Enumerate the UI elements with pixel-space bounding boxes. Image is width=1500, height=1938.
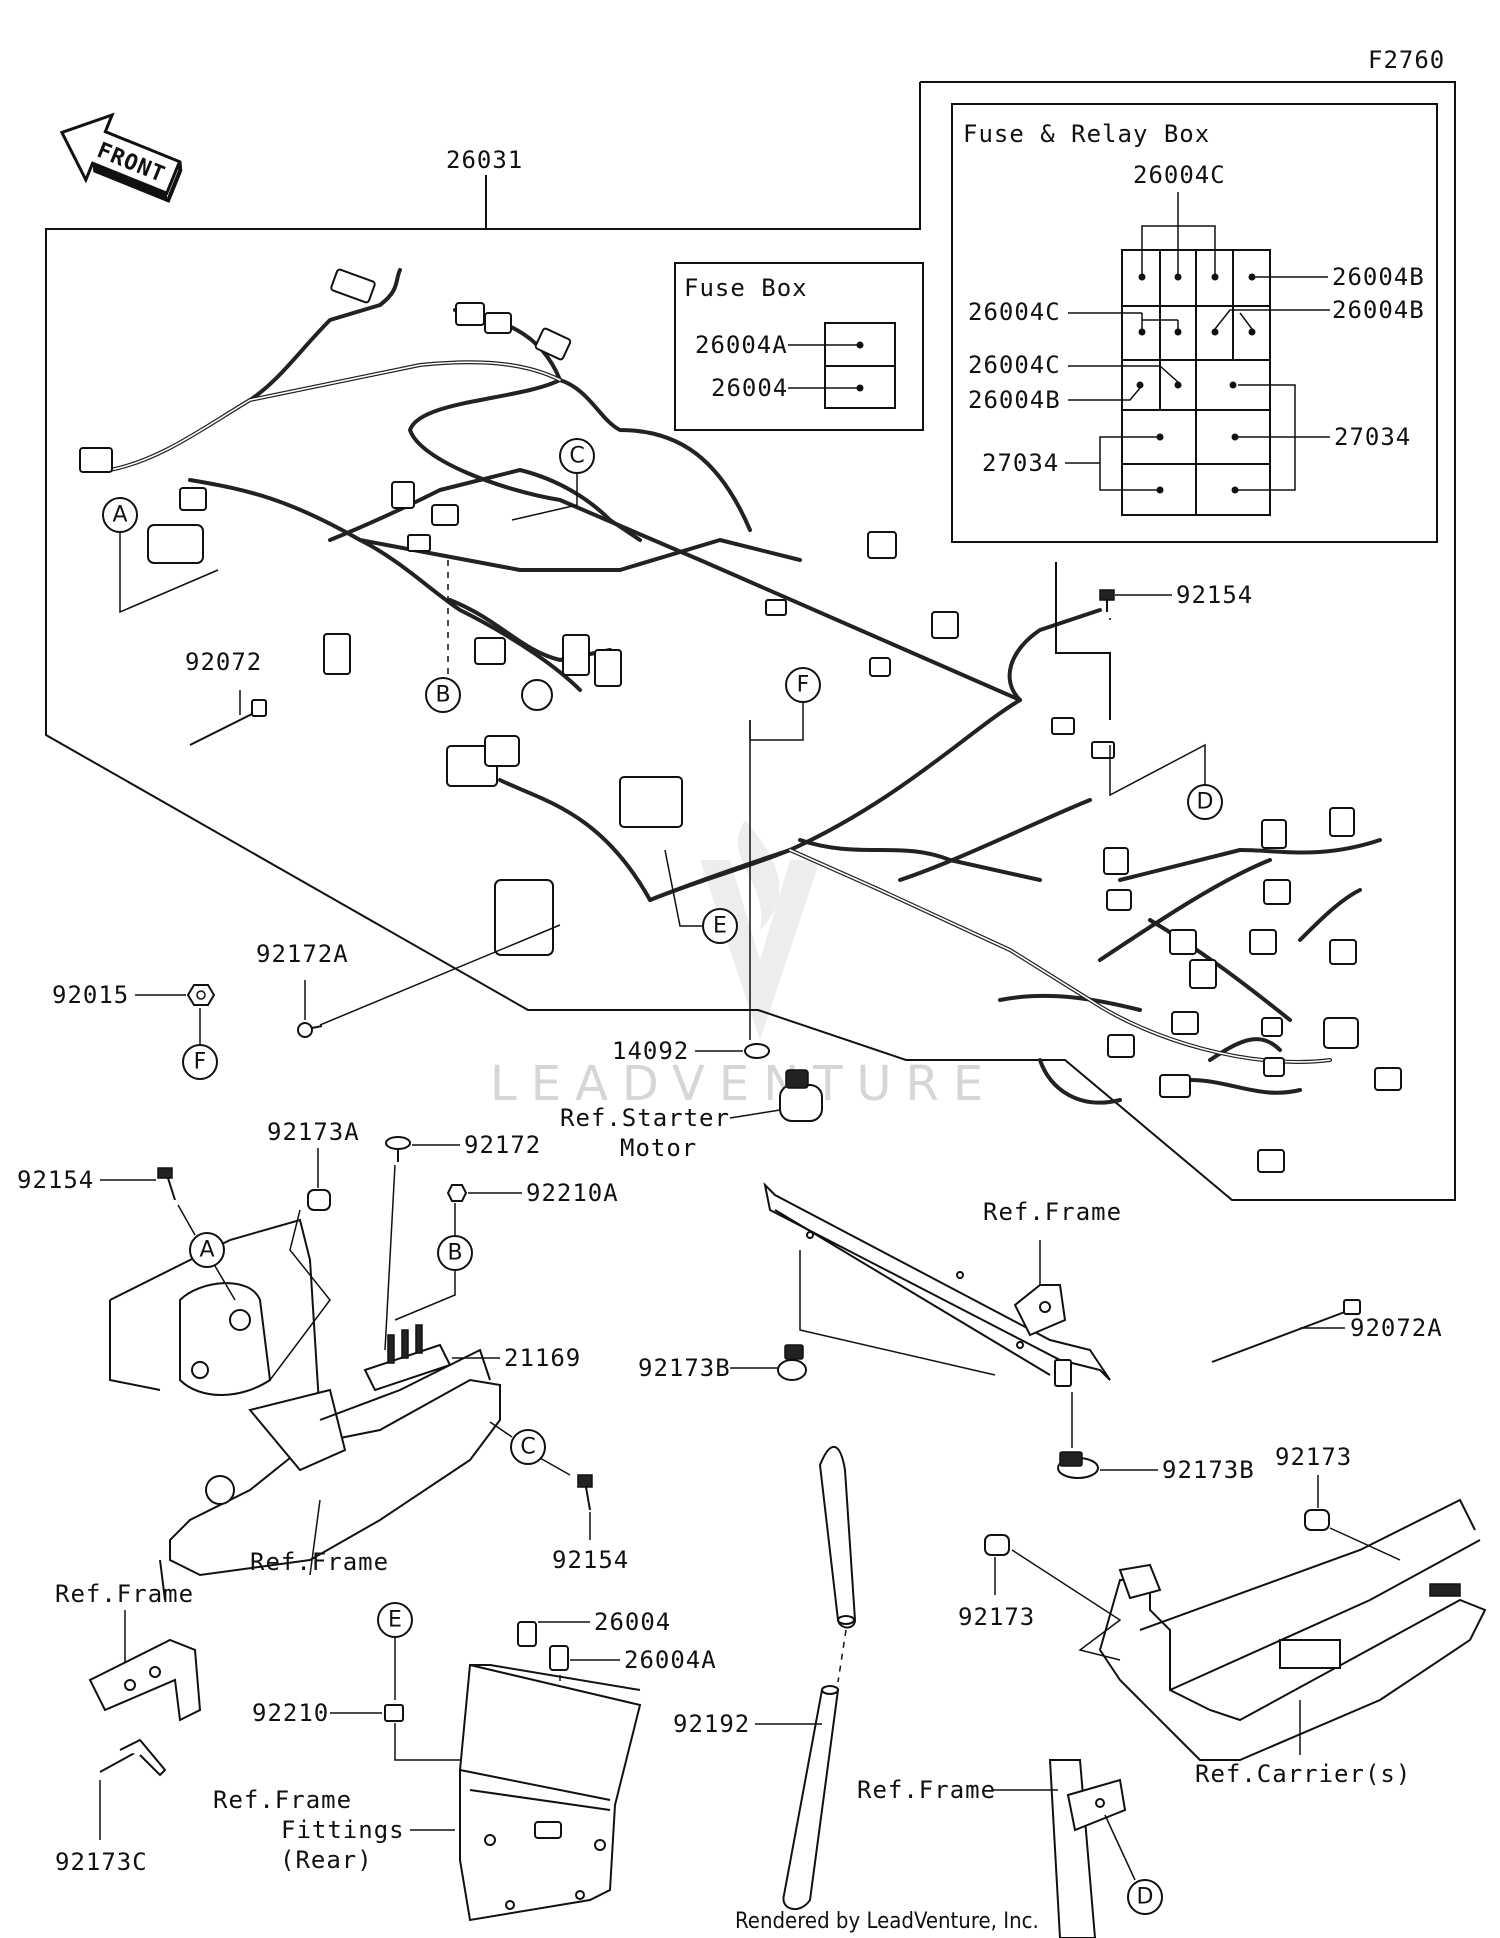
label-26004: 26004 bbox=[594, 1608, 671, 1636]
label-21169: 21169 bbox=[504, 1344, 581, 1372]
fuse-box-label-26004: 26004 bbox=[711, 374, 788, 402]
callout-b-top: B bbox=[435, 683, 450, 708]
label-92210: 92210 bbox=[252, 1699, 329, 1727]
bolt-92154-bottom bbox=[577, 1474, 593, 1511]
label-ref-starter-1: Ref.Starter bbox=[560, 1104, 730, 1132]
frb-label-26004C-mid: 26004C bbox=[968, 298, 1061, 326]
label-ref-frame-fit-1: Ref.Frame bbox=[213, 1786, 352, 1814]
callout-e-top: E bbox=[713, 914, 727, 939]
label-92015: 92015 bbox=[52, 981, 129, 1009]
label-ref-frame-fit-2: Fittings bbox=[281, 1816, 405, 1844]
nut-92210A bbox=[446, 1184, 468, 1202]
clip-92173A bbox=[307, 1189, 331, 1211]
label-92172A: 92172A bbox=[256, 940, 349, 968]
frb-label-27034-left: 27034 bbox=[982, 449, 1059, 477]
fuse-relay-box-title: Fuse & Relay Box bbox=[963, 120, 1210, 148]
callout-e-bottom: E bbox=[388, 1608, 402, 1633]
label-ref-frame-fit-3: (Rear) bbox=[280, 1846, 373, 1874]
label-92072A: 92072A bbox=[1350, 1314, 1443, 1342]
label-ref-frame-1: Ref.Frame bbox=[250, 1548, 389, 1576]
label-ref-frame-4: Ref.Frame bbox=[857, 1776, 996, 1804]
frb-label-27034-right: 27034 bbox=[1334, 423, 1411, 451]
label-92173B-right: 92173B bbox=[1162, 1456, 1255, 1484]
bolt-92154-left bbox=[157, 1167, 176, 1201]
clip-92173-left bbox=[984, 1534, 1010, 1556]
frame-rail-middle bbox=[763, 1181, 1111, 1387]
fuse-26004A bbox=[549, 1645, 569, 1671]
fuse-box-label-26004A: 26004A bbox=[695, 331, 788, 359]
fuse-box-panel: Fuse Box 26004A 26004 bbox=[674, 262, 924, 431]
cable-tie-92072 bbox=[189, 699, 267, 746]
label-92154-top: 92154 bbox=[1176, 581, 1253, 609]
nut-92015 bbox=[186, 984, 216, 1006]
label-92173B-left: 92173B bbox=[638, 1354, 731, 1382]
label-92172: 92172 bbox=[464, 1131, 541, 1159]
callout-d-bottom: D bbox=[1137, 1885, 1154, 1910]
label-92173C: 92173C bbox=[55, 1848, 148, 1876]
label-92173-right: 92173 bbox=[1275, 1443, 1352, 1471]
frame-left-assembly bbox=[109, 1218, 501, 1601]
screw-92172 bbox=[385, 1136, 411, 1162]
label-92210A: 92210A bbox=[526, 1179, 619, 1207]
nut-92210 bbox=[384, 1704, 404, 1722]
fuse-26004 bbox=[517, 1621, 537, 1647]
label-ref-starter-2: Motor bbox=[620, 1134, 697, 1162]
frb-label-26004B-1: 26004B bbox=[1332, 263, 1425, 291]
clip-92173-right bbox=[1304, 1509, 1330, 1531]
harness-outline bbox=[45, 81, 1456, 1201]
frb-label-26004C-top: 26004C bbox=[1133, 161, 1226, 189]
watermark-text: LEADVENTURE bbox=[490, 1056, 997, 1112]
bolt-92154-top bbox=[1099, 589, 1115, 612]
cable-tie-92072A bbox=[1211, 1299, 1361, 1363]
label-92154-left: 92154 bbox=[17, 1166, 94, 1194]
callout-b-bottom: B bbox=[447, 1241, 462, 1266]
label-92072: 92072 bbox=[185, 648, 262, 676]
frb-label-26004B-2: 26004B bbox=[1332, 296, 1425, 324]
ground-bracket-21169 bbox=[363, 1324, 452, 1392]
callout-f-nut: F bbox=[194, 1050, 207, 1075]
label-26004A: 26004A bbox=[624, 1646, 717, 1674]
starter-motor-terminal bbox=[779, 1069, 823, 1122]
watermark-logo bbox=[700, 820, 820, 1040]
callout-a-bottom: A bbox=[199, 1238, 214, 1263]
clip-92173B-right bbox=[1057, 1451, 1099, 1479]
clip-92173C bbox=[99, 1738, 167, 1777]
frb-label-26004B-3: 26004B bbox=[968, 386, 1061, 414]
callout-f-top: F bbox=[797, 673, 810, 698]
front-arrow-icon: FRONT bbox=[59, 112, 183, 203]
label-ref-carrier: Ref.Carrier(s) bbox=[1195, 1760, 1411, 1788]
label-92192: 92192 bbox=[673, 1710, 750, 1738]
wire-harness bbox=[108, 268, 1382, 1105]
frame-bracket-left bbox=[88, 1638, 202, 1722]
credit-text: Rendered by LeadVenture, Inc. bbox=[735, 1909, 1039, 1934]
frame-post-right bbox=[1048, 1759, 1127, 1938]
clip-92173B-left bbox=[777, 1344, 807, 1381]
diagram-id: F2760 bbox=[1368, 46, 1445, 74]
label-ref-frame-2: Ref.Frame bbox=[55, 1580, 194, 1608]
label-26031: 26031 bbox=[446, 146, 523, 174]
label-92173A: 92173A bbox=[267, 1118, 360, 1146]
callout-d-top: D bbox=[1197, 790, 1214, 815]
harness-connectors bbox=[79, 268, 1402, 1173]
label-92154-bottom: 92154 bbox=[552, 1546, 629, 1574]
carrier-assembly bbox=[1098, 1498, 1487, 1761]
fuse-relay-box-panel: Fuse & Relay Box bbox=[951, 103, 1438, 543]
callout-a-top: A bbox=[112, 503, 127, 528]
callout-c-bottom: C bbox=[520, 1435, 535, 1460]
label-14092: 14092 bbox=[612, 1037, 689, 1065]
label-ref-frame-3: Ref.Frame bbox=[983, 1198, 1122, 1226]
frame-fittings-rear bbox=[459, 1663, 642, 1922]
hose-92192 bbox=[782, 1445, 857, 1910]
callout-c-top: C bbox=[569, 444, 584, 469]
fuse-box-title: Fuse Box bbox=[684, 274, 808, 302]
label-92173-left: 92173 bbox=[958, 1603, 1035, 1631]
frb-label-26004C-low: 26004C bbox=[968, 351, 1061, 379]
screw-92172A bbox=[297, 1022, 323, 1038]
